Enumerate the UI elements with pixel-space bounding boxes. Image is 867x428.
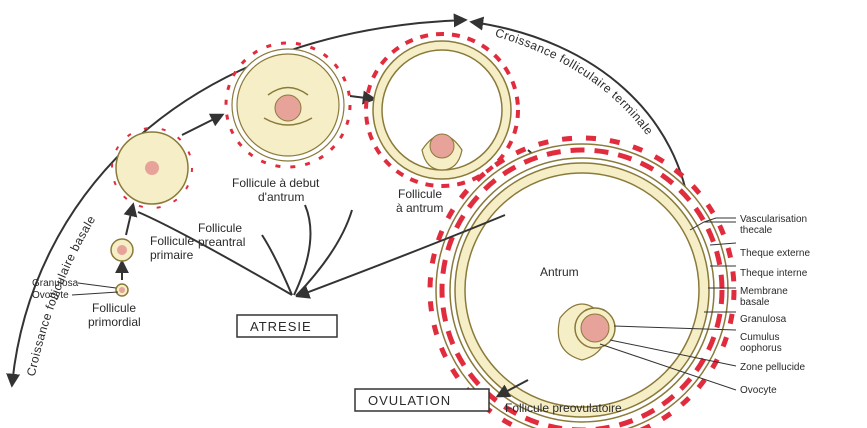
oocyte-label: Ovocyte [32, 290, 69, 301]
ovulation-label: OVULATION [368, 393, 451, 408]
antrum-label: Antrum [540, 265, 579, 279]
primordial-follicle [116, 284, 128, 296]
callout-membrane-1: Membrane [740, 286, 788, 297]
callout-vascularisation-2: thecale [740, 225, 773, 236]
primordial-label-1: Follicule [92, 301, 136, 315]
callout-granulosa: Granulosa [740, 314, 787, 325]
granulosa-label: Granulosa [32, 278, 79, 289]
primordial-label-2: primordial [88, 315, 141, 329]
preantral-follicle [112, 128, 192, 208]
callout-cumulus-2: oophorus [740, 343, 782, 354]
callout-vascularisation-1: Vascularisation [740, 214, 807, 225]
early-antrum-label-2: d'antrum [258, 190, 304, 204]
callout-membrane-2: basale [740, 297, 770, 308]
preovulatory-follicle [430, 138, 734, 428]
callout-cumulus-1: Cumulus [740, 332, 779, 343]
preantral-label-1: Follicule [198, 221, 242, 235]
preovulatory-label: Follicule preovulatoire [505, 401, 622, 415]
callout-theque-externe: Theque externe [740, 248, 810, 259]
antral-label-2: à antrum [396, 201, 443, 215]
callout-theque-interne: Theque interne [740, 268, 808, 279]
callout-ovocyte: Ovocyte [740, 385, 777, 396]
early-antrum-follicle [226, 43, 350, 167]
callout-zone-pellucide: Zone pellucide [740, 362, 805, 373]
early-antrum-label-1: Follicule à debut [232, 176, 320, 190]
primary-label-2: primaire [150, 248, 194, 262]
antral-label-1: Follicule [398, 187, 442, 201]
terminal-growth-label: Croissance folliculaire terminale [494, 26, 657, 138]
atresia-label: ATRESIE [250, 319, 312, 334]
primary-follicle [111, 239, 133, 261]
